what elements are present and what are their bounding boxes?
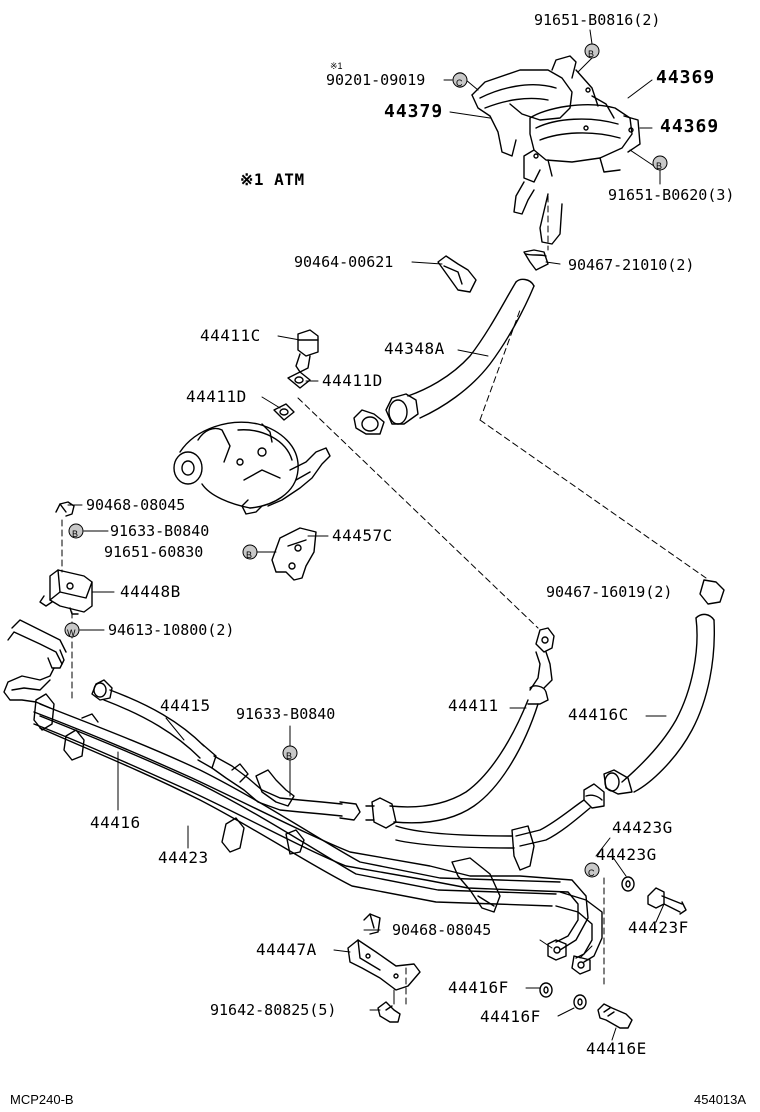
washer-44416f bbox=[539, 982, 587, 1010]
label-90467-16019: 90467-16019(2) bbox=[546, 583, 673, 601]
bolt-91642 bbox=[377, 1001, 401, 1023]
label-44411d-right: 44411D bbox=[322, 371, 383, 390]
diagram-code-right: 454013A bbox=[694, 1092, 747, 1107]
label-91651-60830: 91651-60830 bbox=[104, 543, 204, 561]
label-44447a: 44447A bbox=[256, 940, 317, 959]
return-hose-44348a bbox=[385, 278, 535, 425]
cooler-pipe-44423 bbox=[33, 711, 603, 975]
label-44415: 44415 bbox=[160, 696, 211, 715]
reservoir-outlet bbox=[513, 181, 563, 245]
union-bolt-44411c bbox=[295, 329, 319, 373]
washer-marker-94613 bbox=[64, 622, 80, 638]
cooler-pipe-44415 bbox=[91, 679, 343, 817]
bolt-symbol: B bbox=[286, 751, 293, 761]
label-atm-note: ※1 ATM bbox=[240, 170, 305, 189]
label-44369-upper: 44369 bbox=[656, 67, 716, 88]
diagram-code-left: MCP240-B bbox=[10, 1092, 74, 1107]
washer-symbol: W bbox=[67, 628, 76, 638]
clip-90468-lower bbox=[363, 913, 381, 935]
label-44416: 44416 bbox=[90, 813, 141, 832]
bolt-44416e bbox=[597, 1003, 633, 1029]
label-44411c: 44411C bbox=[200, 326, 261, 345]
label-44411: 44411 bbox=[448, 696, 499, 715]
symbol-markers bbox=[64, 43, 668, 878]
bracket-44457c bbox=[271, 527, 317, 581]
label-91642-80825: 91642-80825(5) bbox=[210, 1001, 337, 1019]
gasket-44411d-upper bbox=[287, 371, 311, 389]
hose-44416c bbox=[583, 579, 725, 809]
bolt-symbol: B bbox=[588, 49, 595, 59]
label-90467-21010: 90467-21010(2) bbox=[568, 256, 695, 274]
label-90201-09019: 90201-09019 bbox=[326, 71, 426, 89]
power-steering-pump bbox=[173, 421, 331, 515]
label-91633-b0840-upper: 91633-B0840 bbox=[110, 522, 210, 540]
bolt-marker-91651-b0620 bbox=[652, 155, 668, 171]
clip-marker-90201 bbox=[452, 72, 468, 88]
clip-90464 bbox=[437, 255, 477, 293]
label-44348a: 44348A bbox=[384, 339, 445, 358]
pipe-clips bbox=[33, 693, 501, 913]
label-44416c: 44416C bbox=[568, 705, 629, 724]
label-44411d-left: 44411D bbox=[186, 387, 247, 406]
label-44423f: 44423F bbox=[628, 918, 689, 937]
label-44457c: 44457C bbox=[332, 526, 393, 545]
clip-90468-upper bbox=[55, 501, 75, 517]
bolt-marker-91633-top bbox=[68, 523, 84, 539]
gasket-44411d-lower bbox=[273, 403, 295, 421]
pressure-hose-44411 bbox=[339, 627, 555, 829]
label-44423g-lower: 44423G bbox=[596, 845, 657, 864]
dashed-connection-lines bbox=[61, 195, 707, 1005]
clip-symbol: C bbox=[588, 868, 595, 878]
reservoir-bracket-44379 bbox=[471, 55, 599, 157]
bolt-44423f bbox=[647, 887, 687, 915]
label-44423: 44423 bbox=[158, 848, 209, 867]
bracket-44447a bbox=[347, 939, 421, 991]
label-44448b: 44448B bbox=[120, 582, 181, 601]
bolt-symbol: B bbox=[656, 161, 663, 171]
bolt-marker-91651-b0816 bbox=[584, 43, 600, 59]
label-90464-00621: 90464-00621 bbox=[294, 253, 394, 271]
hose-clamp-44348a bbox=[353, 409, 385, 435]
label-91633-b0840-mid: 91633-B0840 bbox=[236, 705, 336, 723]
bolt-symbol: B bbox=[246, 550, 253, 560]
bolt-marker-91633-mid bbox=[282, 745, 298, 761]
label-44416e: 44416E bbox=[586, 1039, 647, 1058]
label-90468-08045-upper: 90468-08045 bbox=[86, 496, 186, 514]
bracket-44448b bbox=[39, 569, 93, 615]
label-91651-b0620: 91651-B0620(3) bbox=[608, 186, 735, 204]
label-footnote-mark: ※1 bbox=[330, 61, 343, 71]
label-94613-10800: 94613-10800(2) bbox=[108, 621, 235, 639]
label-91651-b0816: 91651-B0816(2) bbox=[534, 11, 661, 29]
reservoir-bracket-44369 bbox=[523, 87, 641, 183]
clip-symbol: C bbox=[456, 78, 463, 88]
cooler-pipe-44416 bbox=[3, 619, 561, 907]
washer-44423g bbox=[621, 876, 635, 892]
label-44416f-upper: 44416F bbox=[448, 978, 509, 997]
bolt-marker-91651-60830 bbox=[242, 544, 258, 560]
bolt-symbol: B bbox=[72, 529, 79, 539]
hose-clamp-upper bbox=[523, 249, 549, 271]
return-line-44416c bbox=[395, 799, 591, 871]
label-90468-08045-lower: 90468-08045 bbox=[392, 921, 492, 939]
label-44369-lower: 44369 bbox=[660, 116, 720, 137]
label-44416f-lower: 44416F bbox=[480, 1007, 541, 1026]
label-44379: 44379 bbox=[384, 101, 444, 122]
clip-marker-44423g bbox=[584, 862, 600, 878]
leader-lines bbox=[67, 29, 667, 1041]
label-44423g-upper: 44423G bbox=[612, 818, 673, 837]
